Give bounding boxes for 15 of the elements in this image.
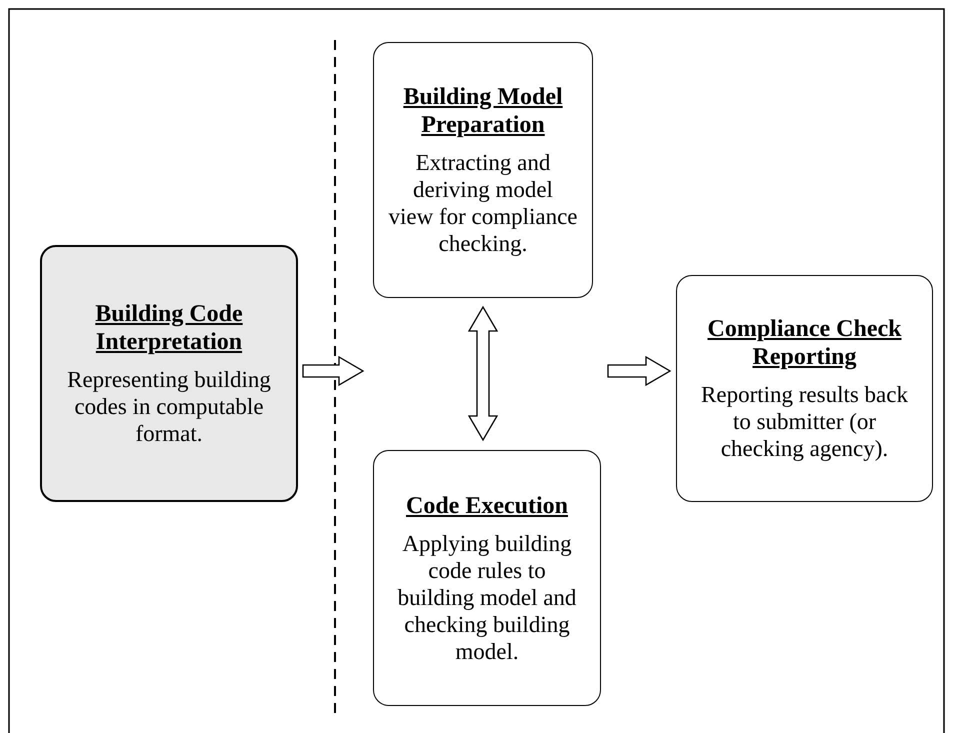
box-heading: Building Model Preparation xyxy=(402,83,564,139)
arrow xyxy=(607,356,672,386)
box-heading: Building Code Interpretation xyxy=(94,300,244,356)
box-text: Extracting and deriving model view for compliance checking. xyxy=(388,149,578,257)
box-heading: Compliance Check Reporting xyxy=(706,315,902,371)
box-text: Reporting results back to submitter (or checking agency). xyxy=(700,381,909,462)
process-box xyxy=(40,245,298,502)
box-text: Applying building code rules to building model and checking building model. xyxy=(396,530,578,664)
arrow xyxy=(302,356,364,386)
process-box xyxy=(373,42,593,298)
box-heading: Code Execution xyxy=(406,492,568,520)
double-arrow xyxy=(468,306,498,442)
process-box xyxy=(676,275,933,502)
process-box xyxy=(373,450,601,706)
box-text: Representing building codes in computable format. xyxy=(66,366,272,447)
